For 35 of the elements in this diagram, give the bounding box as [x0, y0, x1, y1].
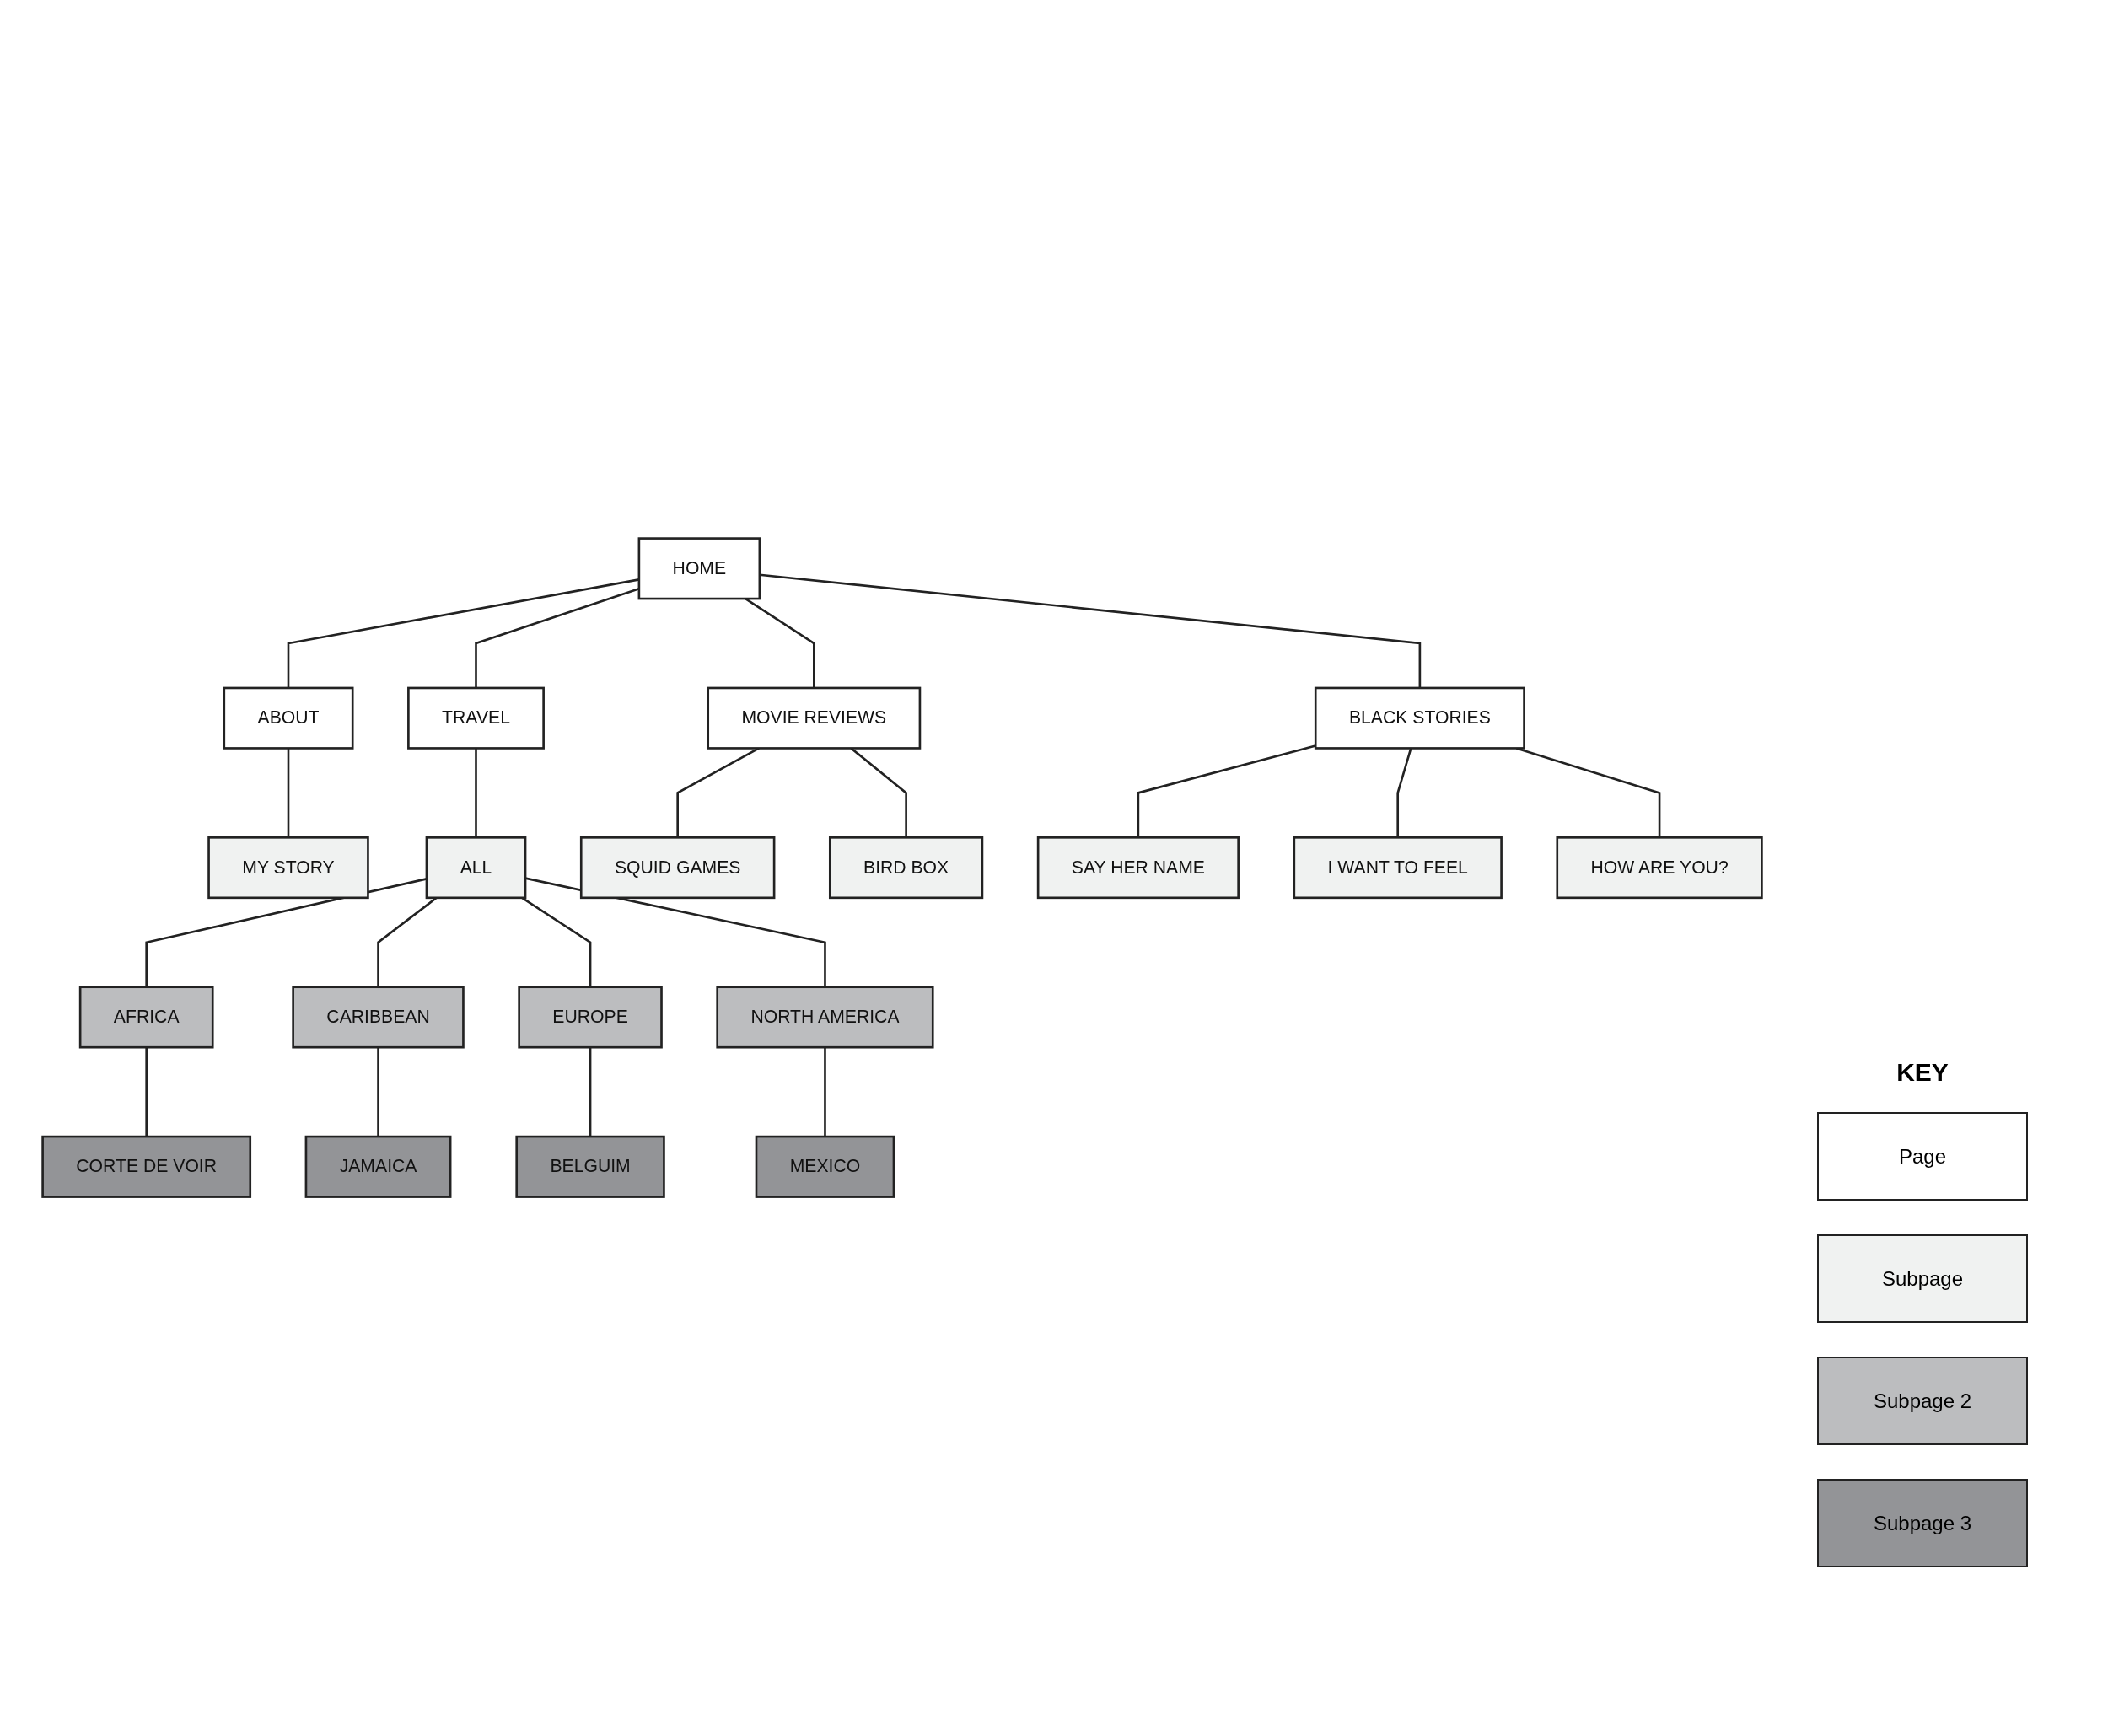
legend-swatch: Subpage [1817, 1234, 2028, 1323]
node-box: CARIBBEAN [292, 986, 465, 1049]
connector [759, 573, 1422, 689]
legend-swatch: Page [1817, 1112, 2028, 1201]
connector [287, 748, 290, 838]
node-box: MEXICO [755, 1136, 895, 1199]
node-box: AFRICA [78, 986, 214, 1049]
node-box: MOVIE REVIEWS [707, 687, 922, 750]
connector [589, 1047, 592, 1137]
legend-swatch: Subpage 2 [1817, 1357, 2028, 1445]
node-box: BLACK STORIES [1314, 687, 1525, 750]
key-heading: KEY [1896, 1058, 1949, 1087]
connector [1396, 748, 1412, 838]
connector [377, 1047, 379, 1137]
node-box: BIRD BOX [828, 836, 984, 900]
node-box: EUROPE [518, 986, 663, 1049]
node-box: BELGUIM [515, 1136, 665, 1199]
connector [521, 897, 592, 988]
node-box: CORTE DE VOIR [41, 1136, 252, 1199]
node-box: SQUID GAMES [579, 836, 776, 900]
node-box: SAY HER NAME [1036, 836, 1240, 900]
node-box: ALL [425, 836, 527, 900]
node-box: I WANT TO FEEL [1293, 836, 1503, 900]
connector [475, 748, 477, 838]
node-box: TRAVEL [407, 687, 545, 750]
connector [1137, 744, 1316, 838]
node-box: ABOUT [223, 687, 354, 750]
node-box: HOW ARE YOU? [1556, 836, 1763, 900]
node-box: HOME [637, 537, 761, 600]
node-box: NORTH AMERICA [716, 986, 934, 1049]
connector [145, 1047, 148, 1137]
node-box: JAMAICA [304, 1136, 452, 1199]
legend-swatch: Subpage 3 [1817, 1479, 2028, 1567]
node-box: MY STORY [207, 836, 369, 900]
connector [824, 1047, 826, 1137]
